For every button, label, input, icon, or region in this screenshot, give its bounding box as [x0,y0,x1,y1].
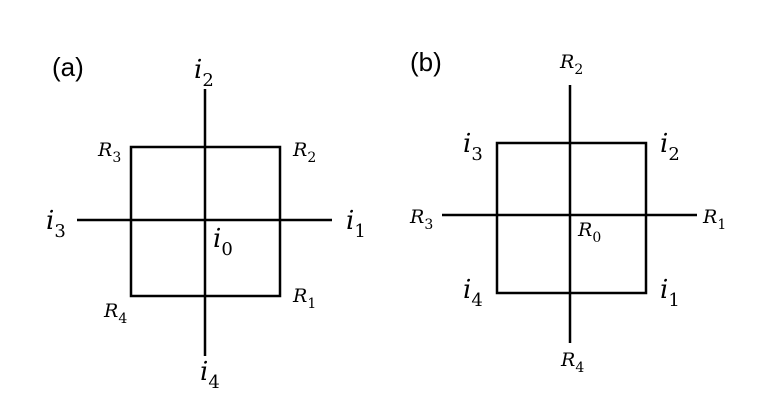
panel-b-corner-bottom-left-label: i4 [463,275,483,311]
panel-b-label: (b) [410,47,442,77]
panel-a-center-label: i0 [213,224,233,260]
panel-a-axis-top-label: i2 [194,55,214,91]
panel-b-axis-bottom-label: R4 [560,349,584,376]
panel-a-axis-left-label: i3 [46,206,66,242]
panel-a-corner-top-left-label: R3 [97,139,121,166]
panel-b-axis-top-label: R2 [559,51,583,78]
panel-b-square [495,141,648,295]
panel-a-label: (a) [52,52,84,82]
panel-b-center-label: R0 [577,219,601,246]
panel-a-axis-bottom-label: i4 [200,357,220,393]
panel-a-corner-bottom-left-label: R4 [103,300,127,327]
panel-a-corner-bottom-right-label: R1 [292,285,316,312]
panel-b-corner-bottom-right-label: i1 [660,275,680,311]
panel-b: (b) R2 R1 R4 R3 R0 i3 i2 i1 i4 [409,47,726,376]
panel-b-corner-top-right-label: i2 [660,129,680,165]
panel-b-axis-left-label: R3 [409,206,433,233]
panel-b-axis-right-label: R1 [702,206,726,233]
panel-a-corner-top-right-label: R2 [292,139,316,166]
panel-a: (a) i2 i1 i4 i3 i0 R3 R2 R1 R4 [46,52,366,393]
panel-b-corner-top-left-label: i3 [463,129,483,165]
panel-a-axis-right-label: i1 [346,206,366,242]
